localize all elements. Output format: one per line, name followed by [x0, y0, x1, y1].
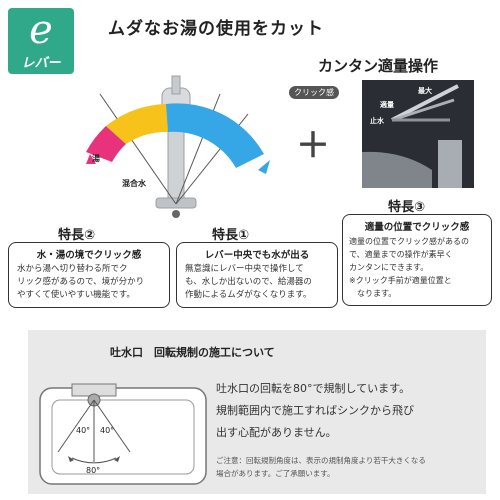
- faucet-icon: [155, 75, 197, 209]
- page-title: ムダなお湯の使用をカット: [108, 19, 324, 39]
- feature1-box: レバー中央でも水が出る 無意識にレバー中央で操作しても、水しか出ないので、給湯器…: [176, 242, 338, 308]
- click-feel-tag: クリック感: [289, 86, 339, 99]
- water-arc: [166, 103, 264, 168]
- feature1-title: 特長①: [212, 228, 250, 243]
- feature3-body: 適量の位置でクリック感があるので、適量までの操作が素早くカンタンにできます。※ク…: [349, 237, 469, 298]
- section-description: 吐水口の回転を80°で規制しています。規制範囲内で施工すればシンクから飛び出す心…: [216, 382, 414, 439]
- feature2-title: 特長②: [58, 228, 96, 243]
- feature2-head: 水・湯の境でクリック感: [36, 250, 142, 261]
- easy-operation-title: カンタン適量操作: [318, 57, 439, 75]
- angle-total-label: 80°: [86, 466, 101, 475]
- section-note: ご注意：回転規制角度は、表示の規制角度より若干大きくなる場合があります。ご了承願…: [216, 456, 426, 478]
- sink-rotation-diagram: [39, 383, 207, 485]
- brand-logo: e レバー: [8, 8, 74, 74]
- angle-right-label: 40°: [100, 426, 115, 435]
- water-label: 水: [200, 177, 208, 186]
- adequate-label: 適量: [380, 101, 394, 109]
- stop-label: 止水: [370, 117, 384, 125]
- hot-label: 湯: [92, 154, 100, 163]
- logo-mark: e: [29, 7, 53, 53]
- angle-left-label: 40°: [76, 426, 91, 435]
- max-label: 最大: [418, 87, 432, 95]
- feature3-box: 適量の位置でクリック感 適量の位置でクリック感があるので、適量までの操作が素早く…: [342, 214, 492, 306]
- feature1-body: 無意識にレバー中央で操作しても、水しか出ないので、給湯器の作動によるムダがなくな…: [185, 264, 312, 300]
- feature2-box: 水・湯の境でクリック感 水から湯へ切り替わる所でクリック感があるので、境が分かり…: [8, 242, 170, 308]
- feature1-head: レバー中央でも水が出る: [204, 250, 310, 261]
- lever-range-diagram: [86, 75, 270, 218]
- mixed-arc: [106, 104, 168, 144]
- plus-sign: ＋: [296, 126, 330, 166]
- mixed-label: 混合水: [122, 179, 146, 188]
- feature3-head: 適量の位置でクリック感: [364, 222, 470, 233]
- lever-photo: 最大 適量 止水: [362, 80, 474, 188]
- feature2-body: 水から湯へ切り替わる所でクリック感があるので、境が分かりやすくて使いやすい機能で…: [17, 264, 145, 300]
- logo-text: レバー: [21, 56, 61, 71]
- section-title: 吐水口 回転規制の施工について: [110, 346, 275, 359]
- feature3-title: 特長③: [388, 200, 426, 215]
